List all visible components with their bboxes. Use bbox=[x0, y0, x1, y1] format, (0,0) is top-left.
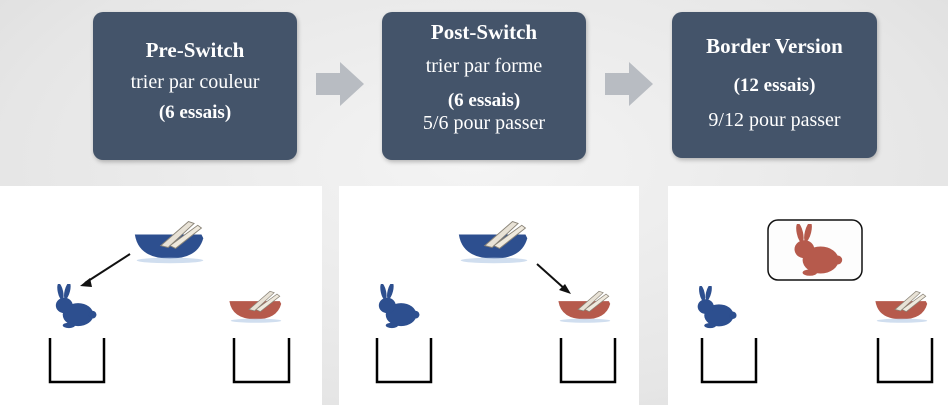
scene-panel-border-version bbox=[668, 186, 948, 405]
blue-rabbit-card bbox=[697, 286, 737, 329]
blue-boat-target-card bbox=[134, 221, 204, 264]
right-arrow-icon bbox=[605, 62, 653, 106]
stage-criterion: 9/12 pour passer bbox=[708, 109, 841, 131]
sort-box bbox=[700, 338, 758, 384]
stage-title: Post-Switch bbox=[430, 20, 538, 44]
sort-box bbox=[232, 338, 291, 384]
sort-box bbox=[876, 338, 934, 384]
stage-criterion: 5/6 pour passer bbox=[422, 112, 546, 134]
stage-title: Border Version bbox=[706, 34, 843, 58]
red-boat-card bbox=[875, 290, 928, 324]
blue-boat-target-card bbox=[458, 221, 528, 264]
right-arrow-icon bbox=[316, 62, 364, 106]
stage-rule: trier par forme bbox=[425, 55, 543, 77]
stage-title: Pre-Switch bbox=[145, 38, 245, 62]
sort-box bbox=[48, 338, 106, 384]
sort-box bbox=[375, 338, 433, 384]
stage-box-pre-switch: Pre-Switch trier par couleur (6 essais) bbox=[93, 12, 297, 160]
blue-rabbit-card bbox=[55, 284, 97, 329]
scene-panel-pre-switch bbox=[0, 186, 322, 405]
stage-trials: (6 essais) bbox=[447, 90, 521, 111]
sort-box bbox=[559, 338, 617, 384]
red-boat-card bbox=[558, 290, 611, 324]
scene-panel-post-switch bbox=[339, 186, 639, 405]
stage-rule: trier par couleur bbox=[130, 71, 260, 93]
stage-trials: (12 essais) bbox=[733, 75, 816, 96]
red-boat-card bbox=[228, 290, 282, 324]
stage-box-post-switch: Post-Switch trier par forme (6 essais) 5… bbox=[382, 12, 586, 160]
stage-box-border-version: Border Version (12 essais) 9/12 pour pas… bbox=[672, 12, 877, 158]
blue-rabbit-card bbox=[378, 284, 420, 329]
stage-trials: (6 essais) bbox=[158, 102, 232, 123]
